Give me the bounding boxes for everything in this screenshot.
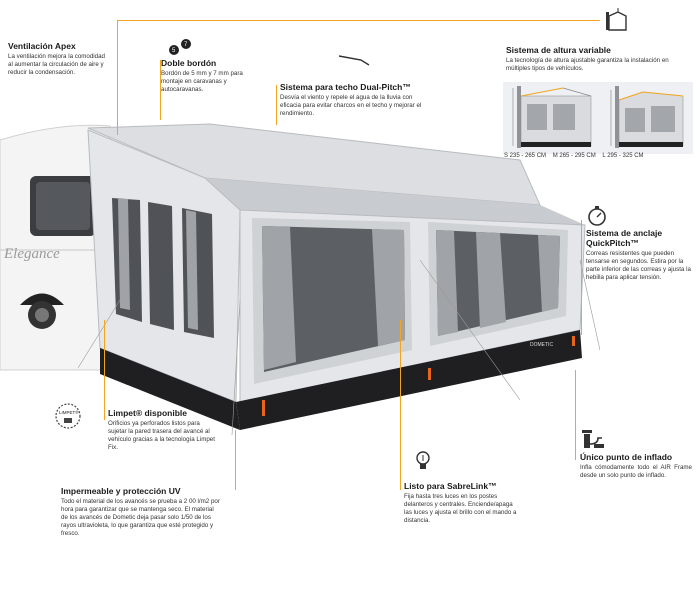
feature-double-piping-text: Bordón de 5 mm y 7 mm para montaje en ca… xyxy=(161,70,243,93)
feature-height-title: Sistema de altura variable xyxy=(506,45,611,55)
caravan-brand: Elegance xyxy=(3,246,60,262)
size-m: M 265 - 295 CM xyxy=(552,153,596,159)
feature-roof-text: Desvía el viento y repele el agua de la … xyxy=(280,94,422,117)
height-size-labels: S 235 - 265 CM M 265 - 295 CM L 295 - 32… xyxy=(504,153,694,159)
callout-line-ventilation xyxy=(117,20,118,135)
feature-limpet-text: Orificios ya perforados listos para suje… xyxy=(108,420,215,451)
awning-skirt xyxy=(100,348,240,430)
stopwatch-icon xyxy=(586,205,608,232)
roof-pitch-icon xyxy=(337,52,371,71)
feature-inflation-title: Único punto de inflado xyxy=(580,452,673,462)
callout-line-top xyxy=(117,20,600,21)
height-icon xyxy=(604,6,630,37)
feature-anchor-title: Sistema de anclaje QuickPitch™ xyxy=(586,228,663,248)
feature-anchor-text: Correas resistentes que pueden tensarse … xyxy=(586,250,691,281)
awning-brand-tag: DOMETIC xyxy=(530,342,553,348)
feature-sabrelink-title: Listo para SabreLink™ xyxy=(404,481,497,491)
awning-height-diagram-small xyxy=(512,86,592,148)
feature-limpet-title: Limpet® disponible xyxy=(108,408,187,418)
limpet-icon: LIMPET® xyxy=(54,402,82,435)
feature-height-text: La tecnología de altura ajustable garant… xyxy=(506,57,669,72)
callout-line-roof xyxy=(276,85,277,125)
feature-limpet: Limpet® disponible Orificios ya perforad… xyxy=(108,408,218,452)
feature-ventilation: Ventilación Apex La ventilación mejora l… xyxy=(8,41,108,77)
feature-uv-text: Todo el material de los avancés se prueb… xyxy=(61,498,220,537)
callout-line-sabrelink xyxy=(400,320,401,490)
size-s: S 235 - 265 CM xyxy=(504,153,547,159)
feature-uv: Impermeable y protección UV Todo el mate… xyxy=(61,486,221,538)
awning-illustration: Elegance DOMETIC xyxy=(0,123,600,436)
svg-text:5: 5 xyxy=(172,48,176,54)
feature-double-piping: Doble bordón Bordón de 5 mm y 7 mm para … xyxy=(161,58,263,94)
feature-anchor: Sistema de anclaje QuickPitch™ Correas r… xyxy=(586,228,694,282)
pump-icon xyxy=(580,428,606,455)
feature-inflation: Único punto de inflado Infla cómodamente… xyxy=(580,452,692,480)
limpet-badge-label: LIMPET® xyxy=(59,409,79,415)
bulb-icon xyxy=(414,450,432,477)
callout-line-double-piping xyxy=(160,60,161,120)
callout-line-inflation xyxy=(575,370,576,460)
caravan: Elegance xyxy=(0,124,113,371)
feature-inflation-text: Infla cómodamente todo el AIR Frame desd… xyxy=(580,464,692,479)
feature-roof: Sistema para techo Dual-Pitch™ Desvía el… xyxy=(280,82,430,118)
feature-ventilation-title: Ventilación Apex xyxy=(8,41,76,51)
svg-text:7: 7 xyxy=(184,42,188,48)
awning-height-diagram-medium xyxy=(610,86,684,148)
height-variability-panel xyxy=(503,82,693,154)
feature-double-piping-title: Doble bordón xyxy=(161,58,217,68)
callout-line-limpet xyxy=(104,320,105,420)
feature-sabrelink-text: Fija hasta tres luces en los postes dela… xyxy=(404,493,517,524)
feature-sabrelink: Listo para SabreLink™ Fija hasta tres lu… xyxy=(404,481,520,525)
feature-height: Sistema de altura variable La tecnología… xyxy=(506,45,686,73)
feature-ventilation-text: La ventilación mejora la comodidad al au… xyxy=(8,53,105,76)
callout-line-anchor xyxy=(581,220,582,335)
piping-icon: 5 7 xyxy=(166,38,194,61)
feature-roof-title: Sistema para techo Dual-Pitch™ xyxy=(280,82,411,92)
size-l: L 295 - 325 CM xyxy=(602,153,644,159)
callout-line-uv xyxy=(235,430,236,490)
feature-uv-title: Impermeable y protección UV xyxy=(61,486,181,496)
